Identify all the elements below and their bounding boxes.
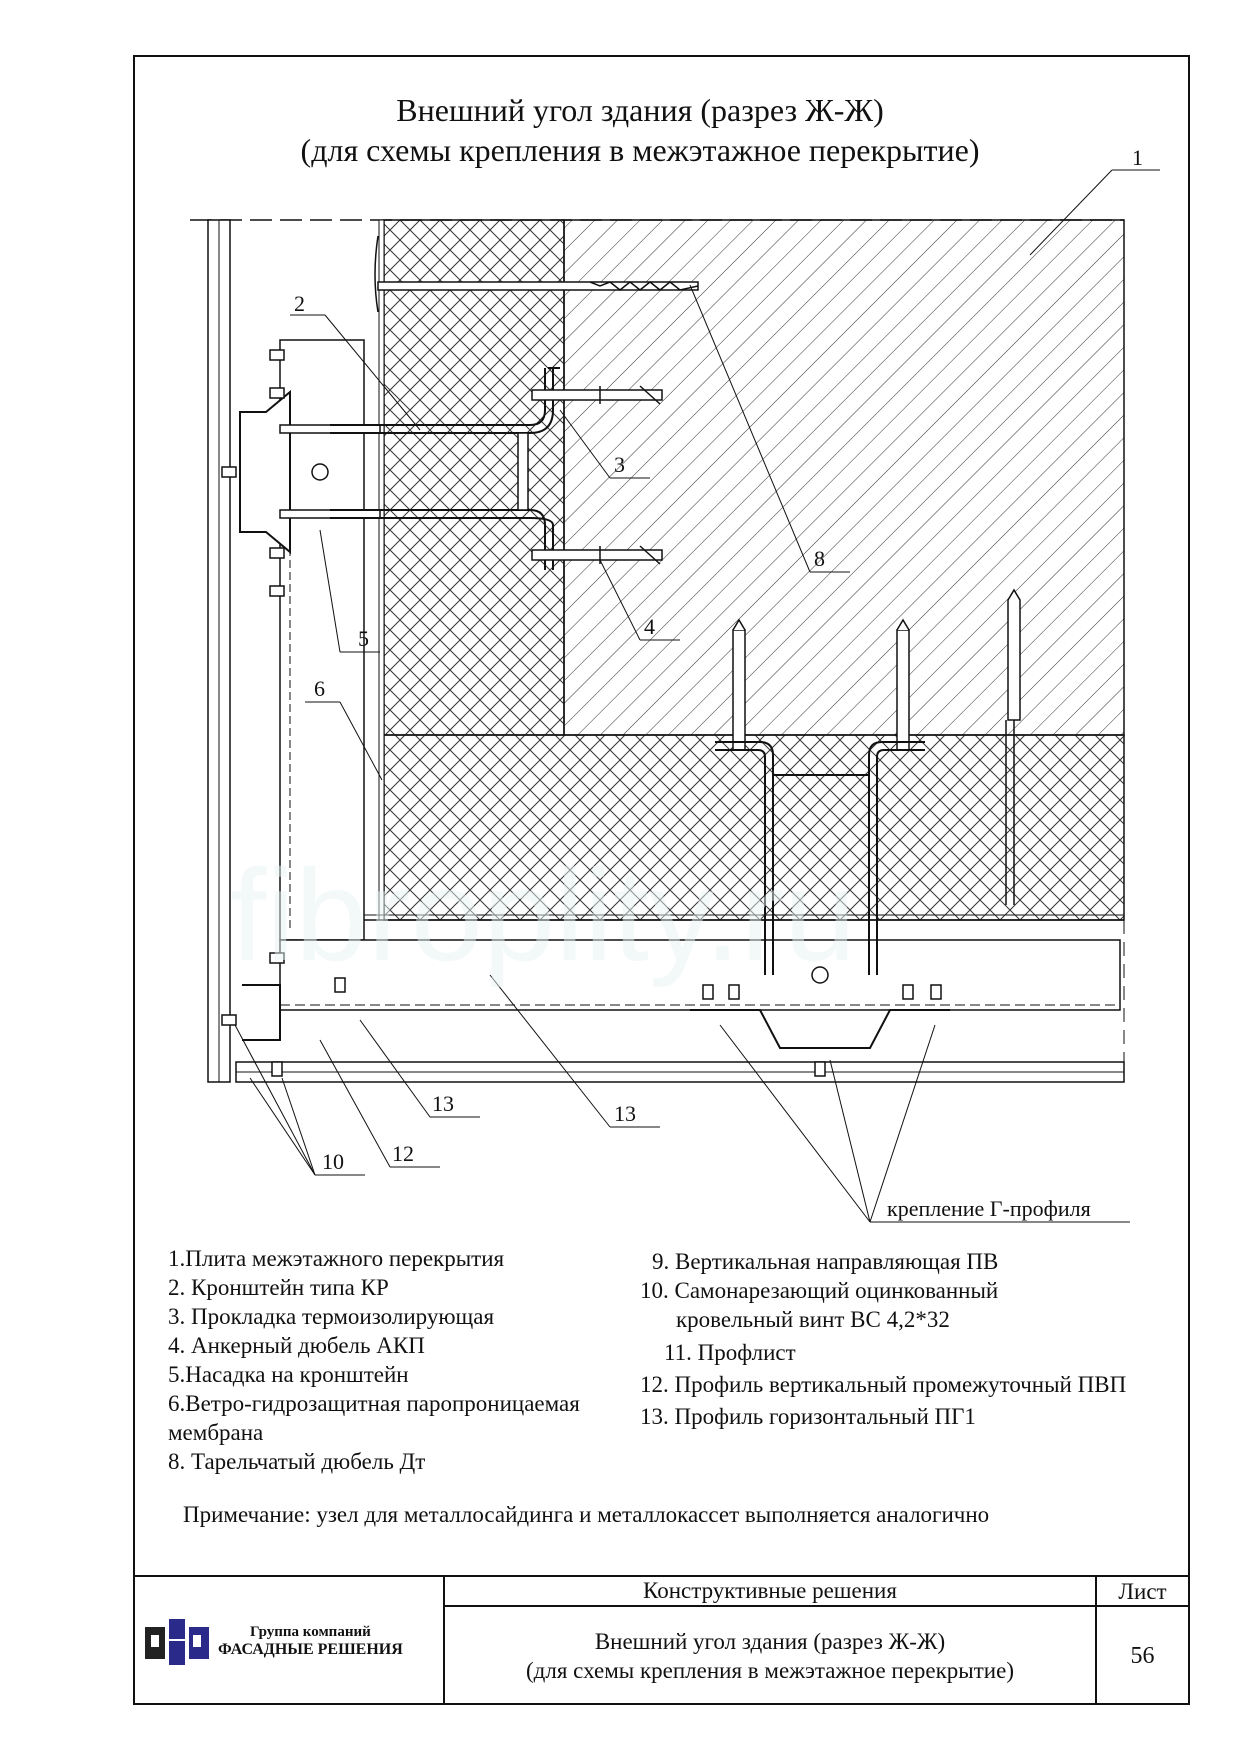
screw-anchor-right xyxy=(1005,588,1021,905)
legend-item: кровельный винт ВС 4,2*32 xyxy=(676,1307,950,1332)
callout-3: 3 xyxy=(614,452,625,477)
bracket-2-bottom xyxy=(330,509,546,570)
bracket-left xyxy=(279,424,381,434)
anchor-top xyxy=(531,385,663,405)
sheet-number: 56 xyxy=(1130,1643,1155,1669)
company-line1: Группа компаний xyxy=(250,1624,371,1640)
company-logo-icon xyxy=(145,1619,209,1665)
lower-brackets xyxy=(715,741,925,975)
stamp-title-line1: Внешний угол здания (разрез Ж-Ж) xyxy=(594,1629,946,1654)
legend-item: 12. Профиль вертикальный промежуточный П… xyxy=(640,1372,1127,1397)
callout-5: 5 xyxy=(358,626,369,651)
note: Примечание: узел для металлосайдинга и м… xyxy=(183,1502,990,1527)
insulation-horizontal xyxy=(383,734,1125,921)
screws xyxy=(221,349,942,1077)
leader-lines xyxy=(234,169,1160,1223)
guide-omega-left xyxy=(239,389,291,555)
slab-anchor-right xyxy=(896,618,910,751)
legend-item: 1.Плита межэтажного перекрытия xyxy=(168,1246,505,1271)
title-block: Группа компаний ФАСАДНЫЕ РЕШЕНИЯ Констру… xyxy=(133,1575,1190,1705)
company-logo-cell: Группа компаний ФАСАДНЫЕ РЕШЕНИЯ xyxy=(133,1577,445,1705)
legend-item: 4. Анкерный дюбель АКП xyxy=(168,1333,425,1358)
legend-item: 9. Вертикальная направляющая ПВ xyxy=(652,1249,999,1274)
bracket-left-2 xyxy=(279,509,381,519)
callout-10: 10 xyxy=(322,1149,344,1174)
callout-g-profile: крепление Г-профиля xyxy=(887,1196,1091,1221)
watermark: fibroplity.ru xyxy=(230,842,856,988)
legend-item: 13. Профиль горизонтальный ПГ1 xyxy=(640,1404,976,1429)
drawing-title-line2: (для схемы крепления в межэтажное перекр… xyxy=(300,132,980,168)
sheet-label: Лист xyxy=(1097,1577,1188,1607)
floor-slab xyxy=(563,219,1125,736)
drawing-frame xyxy=(133,55,1190,1705)
corner-angle xyxy=(242,984,281,1041)
callout-13b: 13 xyxy=(614,1101,636,1126)
bracket-2-top xyxy=(330,368,546,426)
guide-omega-bottom xyxy=(690,1009,950,1049)
callout-4: 4 xyxy=(644,614,655,639)
membrane xyxy=(378,219,385,921)
legend-item: мембрана xyxy=(168,1420,264,1445)
callout-8: 8 xyxy=(814,546,825,571)
stamp-title-line2: (для схемы крепления в межэтажное перекр… xyxy=(526,1658,1014,1683)
insulation-vertical xyxy=(383,219,565,736)
slab-anchor-left xyxy=(732,618,746,751)
stamp-title: Внешний угол здания (разрез Ж-Ж) (для сх… xyxy=(445,1607,1097,1705)
vertical-profile xyxy=(279,339,365,941)
callout-12: 12 xyxy=(392,1141,414,1166)
callout-2: 2 xyxy=(294,291,305,316)
plate-dowel xyxy=(374,235,699,313)
legend-item: 5.Насадка на кронштейн xyxy=(168,1362,409,1387)
legend-item: 6.Ветро-гидрозащитная паропроницаемая xyxy=(168,1391,580,1416)
legend-item: 8. Тарельчатый дюбель Дт xyxy=(168,1449,426,1474)
callout-13a: 13 xyxy=(432,1091,454,1116)
stamp-header: Конструктивные решения xyxy=(445,1577,1097,1607)
legend-item: 2. Кронштейн типа КР xyxy=(168,1275,389,1300)
legend-item: 11. Профлист xyxy=(664,1340,796,1365)
company-line2: ФАСАДНЫЕ РЕШЕНИЯ xyxy=(218,1641,403,1658)
callout-6: 6 xyxy=(314,676,325,701)
legend-item: 10. Самонарезающий оцинкованный xyxy=(640,1278,999,1303)
drawing-title-line1: Внешний угол здания (разрез Ж-Ж) xyxy=(396,92,884,128)
legend-item: 3. Прокладка термоизолирующая xyxy=(168,1304,495,1329)
callout-1: 1 xyxy=(1132,145,1143,170)
